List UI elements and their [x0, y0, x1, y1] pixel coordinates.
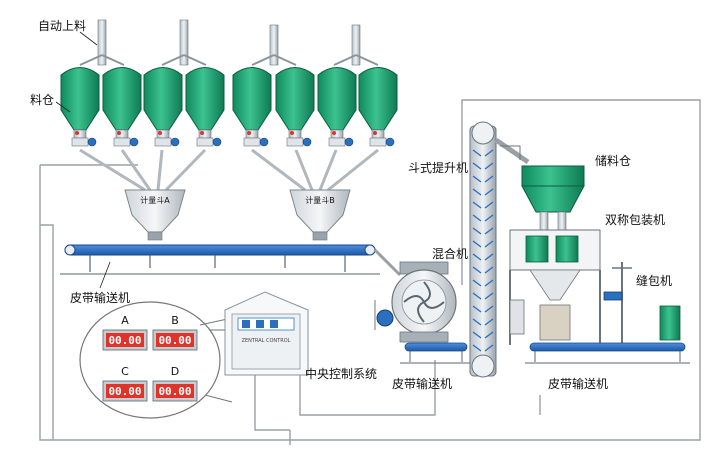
elevator-buckets — [472, 149, 494, 352]
valve-motor-icon — [344, 137, 354, 147]
silo — [185, 67, 225, 147]
auto-feed-leader — [79, 31, 98, 46]
silo — [317, 67, 357, 147]
hopper-a-label: 计量斗A — [140, 195, 170, 205]
silo — [275, 67, 315, 147]
silo — [232, 67, 272, 147]
belt-right-label: 皮带输送机 — [548, 376, 608, 391]
belt-conveyor-middle — [400, 342, 470, 364]
control-cabinet: ZENTRAL CONTROL — [224, 291, 309, 376]
display-value: 00.00 — [108, 385, 141, 398]
belt-conveyor-right — [525, 342, 690, 364]
weight-display-d: D 00.00 — [152, 365, 198, 402]
cabinet-caption: ZENTRAL CONTROL — [242, 338, 291, 344]
weighing-hopper-b: 计量斗B — [289, 189, 351, 241]
valve-motor-icon — [170, 137, 180, 147]
valve-motor-icon — [212, 137, 222, 147]
silo — [143, 67, 183, 147]
mixer — [376, 261, 457, 343]
packer-label: 双称包装机 — [605, 213, 665, 227]
display-value: 00.00 — [158, 334, 191, 347]
silo — [358, 67, 398, 147]
storage-bin-label: 储料仓 — [595, 153, 631, 168]
valve-motor-icon — [129, 137, 139, 147]
auto-feed-pipes — [79, 19, 379, 66]
belt-left-leader — [99, 261, 111, 289]
silo-to-hopper-lines — [79, 148, 379, 192]
bucket-elevator-label: 斗式提升机 — [408, 160, 468, 175]
silo — [60, 67, 100, 147]
display-letter: D — [171, 365, 179, 378]
silo-group — [60, 67, 398, 147]
silo-leader — [55, 101, 71, 113]
display-letter: A — [121, 314, 129, 327]
mixer-label: 混合机 — [432, 246, 468, 261]
belt-middle-label: 皮带输送机 — [392, 376, 452, 391]
display-letter: B — [171, 314, 179, 327]
valve-motor-icon — [259, 137, 269, 147]
weight-display-a: A 00.00 — [102, 314, 148, 351]
display-value: 00.00 — [158, 385, 191, 398]
control-wiring — [39, 99, 701, 445]
valve-motor-icon — [87, 137, 97, 147]
weight-display-b: B 00.00 — [152, 314, 198, 351]
control-system-label: 中央控制系统 — [305, 366, 377, 381]
belt-left-label: 皮带输送机 — [70, 290, 130, 305]
silo-label: 料仓 — [30, 93, 54, 107]
display-letter: C — [121, 365, 129, 378]
silo — [102, 67, 142, 147]
display-value: 00.00 — [108, 334, 141, 347]
storage-bin — [521, 165, 585, 231]
sewing-machine — [603, 262, 681, 345]
hopper-b-label: 计量斗B — [305, 195, 335, 205]
belt-conveyor-left — [60, 244, 402, 277]
dual-scale-packer — [509, 229, 601, 345]
bucket-elevator — [469, 121, 530, 378]
valve-motor-icon — [385, 137, 395, 147]
valve-motor-icon — [302, 137, 312, 147]
weight-display-c: C 00.00 — [102, 365, 148, 402]
weighing-hopper-a: 计量斗A — [124, 189, 186, 241]
sewing-machine-label: 缝包机 — [636, 273, 672, 288]
auto-feed-label: 自动上料 — [38, 19, 86, 33]
